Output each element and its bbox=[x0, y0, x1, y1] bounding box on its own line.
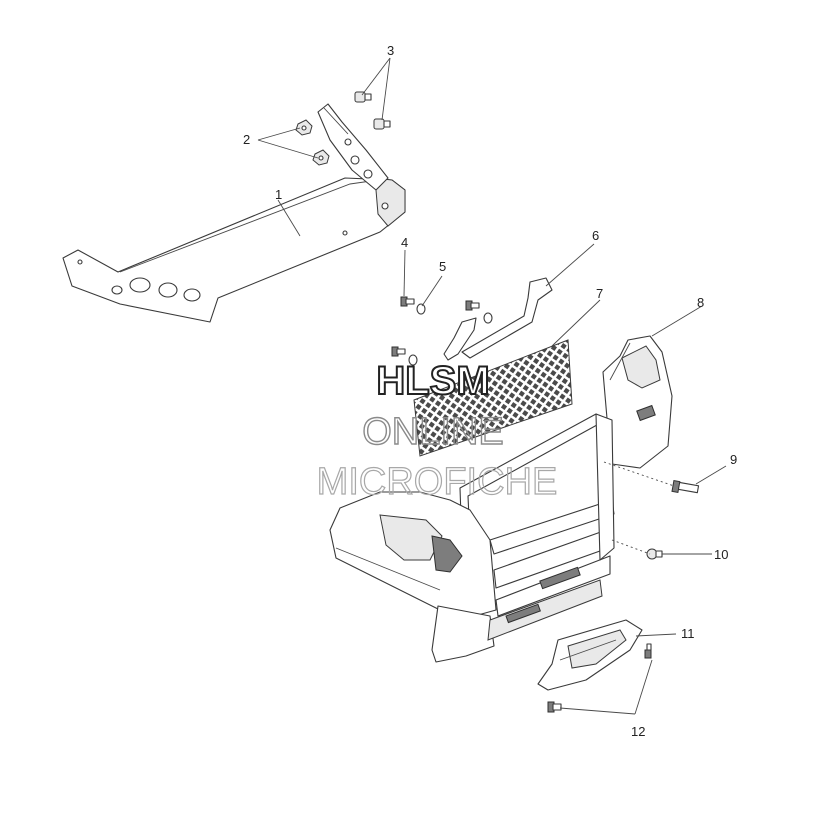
front-support-bracket bbox=[62, 103, 406, 323]
callout-2: 2 bbox=[243, 132, 250, 147]
callout-6: 6 bbox=[592, 228, 599, 243]
watermark-line-3: MICROFICHE bbox=[317, 461, 558, 503]
callout-5: 5 bbox=[439, 259, 446, 274]
callout-9: 9 bbox=[730, 452, 737, 467]
callout-7: 7 bbox=[596, 286, 603, 301]
grille-mesh bbox=[413, 339, 573, 457]
flange-nuts bbox=[295, 119, 330, 166]
callout-8: 8 bbox=[697, 295, 704, 310]
watermark-line-1: HLSM bbox=[376, 359, 489, 403]
lower-skid-plate bbox=[537, 619, 643, 691]
mesh-brackets bbox=[443, 277, 553, 361]
callout-11: 11 bbox=[681, 626, 695, 641]
leader-lines bbox=[257, 57, 727, 715]
callout-4: 4 bbox=[401, 235, 408, 250]
callout-3: 3 bbox=[387, 43, 394, 58]
right-side-fasteners bbox=[646, 479, 700, 560]
callout-1: 1 bbox=[275, 187, 282, 202]
front-bumper-assembly bbox=[329, 335, 673, 663]
screws-top bbox=[354, 91, 391, 130]
watermark: HLSM ONLINE MICROFICHE bbox=[316, 358, 558, 504]
callout-10: 10 bbox=[714, 547, 728, 562]
bolts-and-washers bbox=[391, 296, 493, 366]
watermark-line-2: ONLINE bbox=[362, 411, 503, 453]
screws-lower bbox=[547, 643, 652, 713]
callout-12: 12 bbox=[631, 724, 645, 739]
